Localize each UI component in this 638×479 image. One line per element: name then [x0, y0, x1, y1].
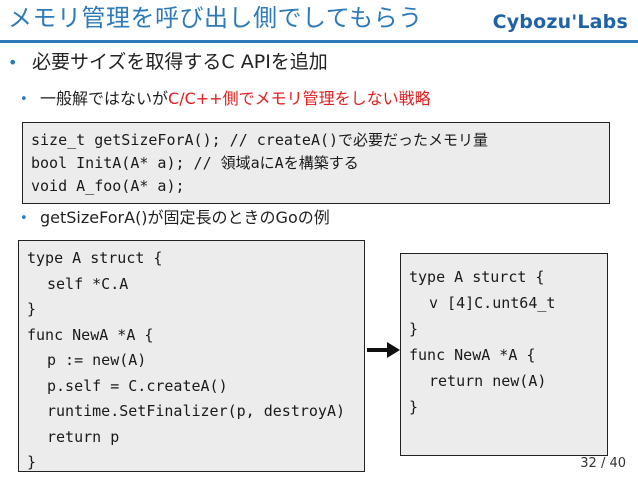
code-line: type A struct { [27, 249, 163, 267]
bullet-dot-icon: • [8, 53, 18, 72]
bullet-dot-icon: • [20, 92, 28, 107]
code-line: v [4]C.unt64_t [429, 294, 556, 312]
code-line: bool InitA(A* a); // 領域aにAを構築する [31, 154, 359, 172]
bullet-text-accent: C/C++側でメモリ管理をしない戦略 [168, 89, 431, 108]
code-line: runtime.SetFinalizer(p, destroyA) [47, 402, 346, 420]
bullet-text: getSizeForA()が固定長のときのGoの例 [40, 208, 330, 227]
bullet-text: 必要サイズを取得するC APIを追加 [32, 51, 328, 73]
code-line: p := new(A) [47, 351, 147, 369]
code-line: } [409, 398, 419, 416]
code-line: size_t getSizeForA(); // createA()で必要だった… [31, 131, 489, 149]
code-block-c-api: size_t getSizeForA(); // createA()で必要だった… [22, 122, 610, 204]
bullet-add-size-api: • 必要サイズを取得するC APIを追加 [8, 48, 328, 76]
code-line: } [27, 300, 37, 318]
page-number: 32 / 40 [580, 456, 626, 471]
code-line: func NewA *A { [409, 346, 536, 364]
code-line: return new(A) [429, 372, 547, 390]
code-line: } [27, 453, 37, 471]
bullet-text-prefix: 一般解ではないが [40, 89, 169, 108]
code-line: } [409, 320, 419, 338]
bullet-memory-strategy: • 一般解ではないがC/C++側でメモリ管理をしない戦略 [20, 87, 431, 111]
bullet-text: 一般解ではないがC/C++側でメモリ管理をしない戦略 [40, 89, 431, 108]
code-line: return p [47, 427, 120, 446]
cybozu-labs-logo: Cybozu'Labs [492, 11, 628, 33]
code-block-go-after: type A sturct { v [4]C.unt64_t } func Ne… [400, 253, 608, 456]
code-line: func NewA *A { [27, 325, 154, 344]
title-divider [0, 40, 638, 43]
code-line: p.self = C.createA() [47, 376, 228, 395]
code-line: type A sturct { [409, 268, 545, 286]
slide-title: メモリ管理を呼び出し側でしてもらう [8, 4, 423, 32]
bullet-go-example: • getSizeForA()が固定長のときのGoの例 [20, 206, 330, 230]
code-line: void A_foo(A* a); [31, 177, 185, 195]
code-block-go-before: type A struct { self *C.A } func NewA *A… [18, 240, 365, 472]
bullet-dot-icon: • [20, 211, 28, 226]
code-line: self *C.A [47, 274, 129, 293]
right-arrow-icon [367, 342, 400, 358]
